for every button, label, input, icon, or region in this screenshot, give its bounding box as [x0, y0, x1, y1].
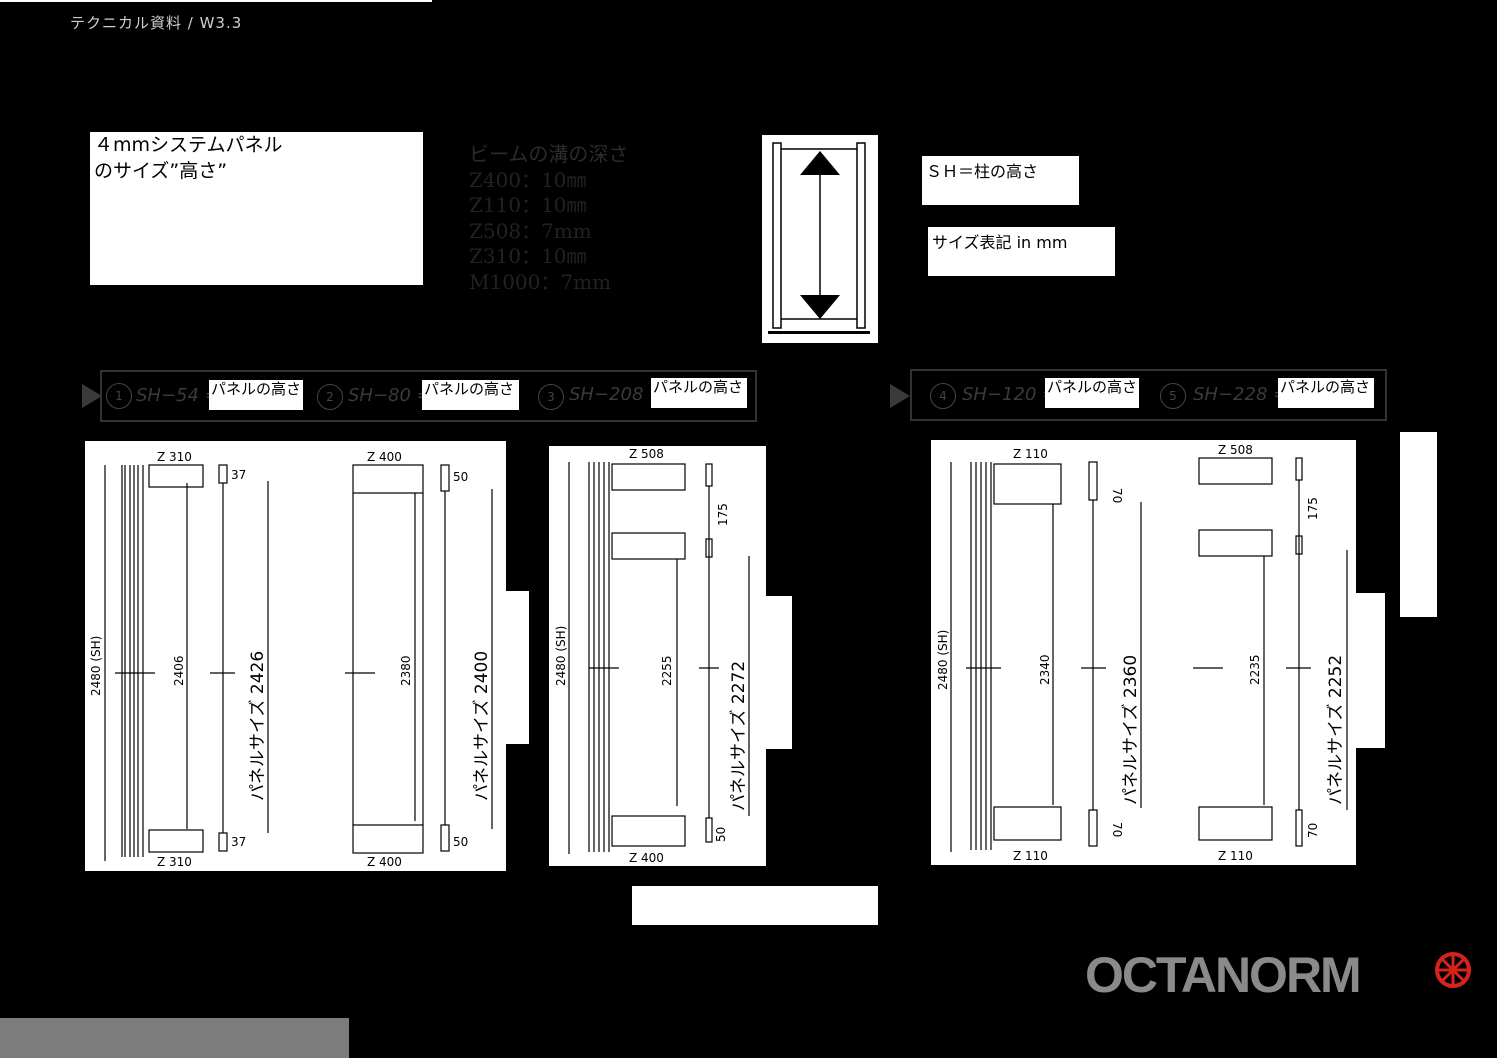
drawing-panel-4-5: Z 110 Z 110 70 70 2480 (SH) 2340 パネルサイズ … — [931, 440, 1356, 865]
step-number: 2 — [317, 384, 343, 410]
d2-gap-bottom: 50 — [453, 835, 468, 849]
panel-title-box: ４mmシステムパネル のサイズ”高さ” — [90, 132, 423, 285]
d2-top-label: Z 400 — [367, 450, 402, 464]
d4-inner-label: 2340 — [1038, 654, 1052, 685]
drawing-panel-1-2: Z 310 Z 310 37 37 2480 (SH) 2406 パネルサイズ … — [85, 441, 506, 871]
drawing-3-svg: Z 508 Z 400 175 50 2480 (SH) 2255 パネルサイズ… — [554, 447, 750, 865]
header-line — [0, 0, 432, 2]
step-number: 3 — [538, 384, 564, 410]
brand-mark-icon — [1433, 950, 1473, 990]
step-number: 1 — [106, 383, 132, 409]
d5-gap-bottom: 70 — [1306, 823, 1320, 838]
step-number: 4 — [930, 383, 956, 409]
formula-text: SH−208 = — [569, 384, 665, 405]
formula-label: パネルの高さ — [209, 380, 304, 410]
d1-inner-label: 2406 — [172, 655, 186, 686]
d3-total-label: 2480 (SH) — [554, 626, 568, 686]
formula-label: パネルの高さ — [651, 378, 747, 408]
d4-total-label: 2480 (SH) — [936, 630, 950, 690]
unit-legend: サイズ表記 in mm — [928, 227, 1115, 276]
formula-text: SH−54 = — [136, 385, 220, 406]
d1-bottom-label: Z 310 — [157, 855, 192, 869]
beam-depth-row: Z310：10㎜ — [469, 244, 587, 268]
drawing-1-2-svg: Z 310 Z 310 37 37 2480 (SH) 2406 パネルサイズ … — [89, 450, 493, 869]
formula-text: SH−80 = — [348, 385, 432, 406]
d3-gap-label: 175 — [716, 503, 730, 526]
d1-total-label: 2480 (SH) — [89, 636, 103, 696]
note-block — [632, 886, 878, 925]
step-number: 5 — [1160, 383, 1186, 409]
panel-title-line1: ４mmシステムパネル — [94, 134, 283, 156]
d2-panel-size: パネルサイズ 2400 — [472, 651, 492, 801]
footer-bar — [0, 1018, 349, 1058]
d1-top-label: Z 310 — [157, 450, 192, 464]
side-block — [505, 591, 529, 744]
d2-inner-label: 2380 — [399, 655, 413, 686]
d2-bottom-label: Z 400 — [367, 855, 402, 869]
formula-text: SH−228 = — [1193, 384, 1289, 405]
d1-panel-size: パネルサイズ 2426 — [248, 651, 268, 801]
formula-bar-right — [910, 369, 1387, 421]
formula-bar-left — [100, 370, 757, 422]
d2-gap-top: 50 — [453, 470, 468, 484]
side-block — [766, 596, 792, 749]
panel-title-line2: のサイズ”高さ” — [94, 160, 228, 182]
d4-panel-size: パネルサイズ 2360 — [1121, 655, 1141, 805]
brand-logo: OCTANORM — [1085, 947, 1362, 1003]
side-block — [1400, 432, 1437, 617]
formula-label: パネルの高さ — [422, 380, 519, 410]
d5-bottom-label: Z 110 — [1218, 849, 1253, 863]
d3-gap-bottom: 50 — [714, 827, 728, 842]
d3-panel-size: パネルサイズ 2272 — [729, 661, 749, 811]
d5-inner-label: 2235 — [1248, 654, 1262, 685]
drawing-panel-3: Z 508 Z 400 175 50 2480 (SH) 2255 パネルサイズ… — [549, 446, 766, 866]
d5-top-label: Z 508 — [1218, 443, 1253, 457]
arrow-right-icon — [82, 384, 102, 408]
beam-depth-row: Z400：10㎜ — [469, 167, 587, 192]
side-block — [1355, 593, 1385, 748]
beam-depth-list: ビームの溝の深さ Z400：10㎜ Z110：10㎜ Z508：7mm Z310… — [469, 142, 628, 295]
page-header: テクニカル資料 / W3.3 — [70, 14, 243, 32]
d5-gap-label: 175 — [1306, 497, 1320, 520]
drawing-4-5-svg: Z 110 Z 110 70 70 2480 (SH) 2340 パネルサイズ … — [936, 443, 1348, 863]
beam-depth-row: Z508：7mm — [469, 218, 592, 243]
frame-height-svg — [768, 142, 870, 334]
arrow-right-icon — [890, 384, 910, 408]
frame-height-icon — [762, 135, 878, 343]
d5-panel-size: パネルサイズ 2252 — [1326, 655, 1346, 805]
beam-depth-row: Z110：10㎜ — [469, 193, 587, 217]
d4-gap-top: 70 — [1110, 488, 1124, 503]
d1-gap-bottom: 37 — [231, 835, 246, 849]
sh-legend: ＳＨ＝柱の高さ — [922, 156, 1079, 205]
d4-gap-bottom: 70 — [1110, 822, 1124, 837]
formula-label: パネルの高さ — [1278, 378, 1374, 408]
beam-depth-row: M1000：7mm — [469, 269, 612, 294]
beam-depth-heading: ビームの溝の深さ — [469, 142, 629, 166]
formula-text: SH−120 = — [962, 384, 1058, 405]
d4-bottom-label: Z 110 — [1013, 849, 1048, 863]
d3-bottom-label: Z 400 — [629, 851, 664, 865]
d3-inner-label: 2255 — [660, 655, 674, 686]
d3-top-label: Z 508 — [629, 447, 664, 461]
d4-top-label: Z 110 — [1013, 447, 1048, 461]
d1-gap-top: 37 — [231, 468, 246, 482]
formula-label: パネルの高さ — [1045, 378, 1140, 408]
